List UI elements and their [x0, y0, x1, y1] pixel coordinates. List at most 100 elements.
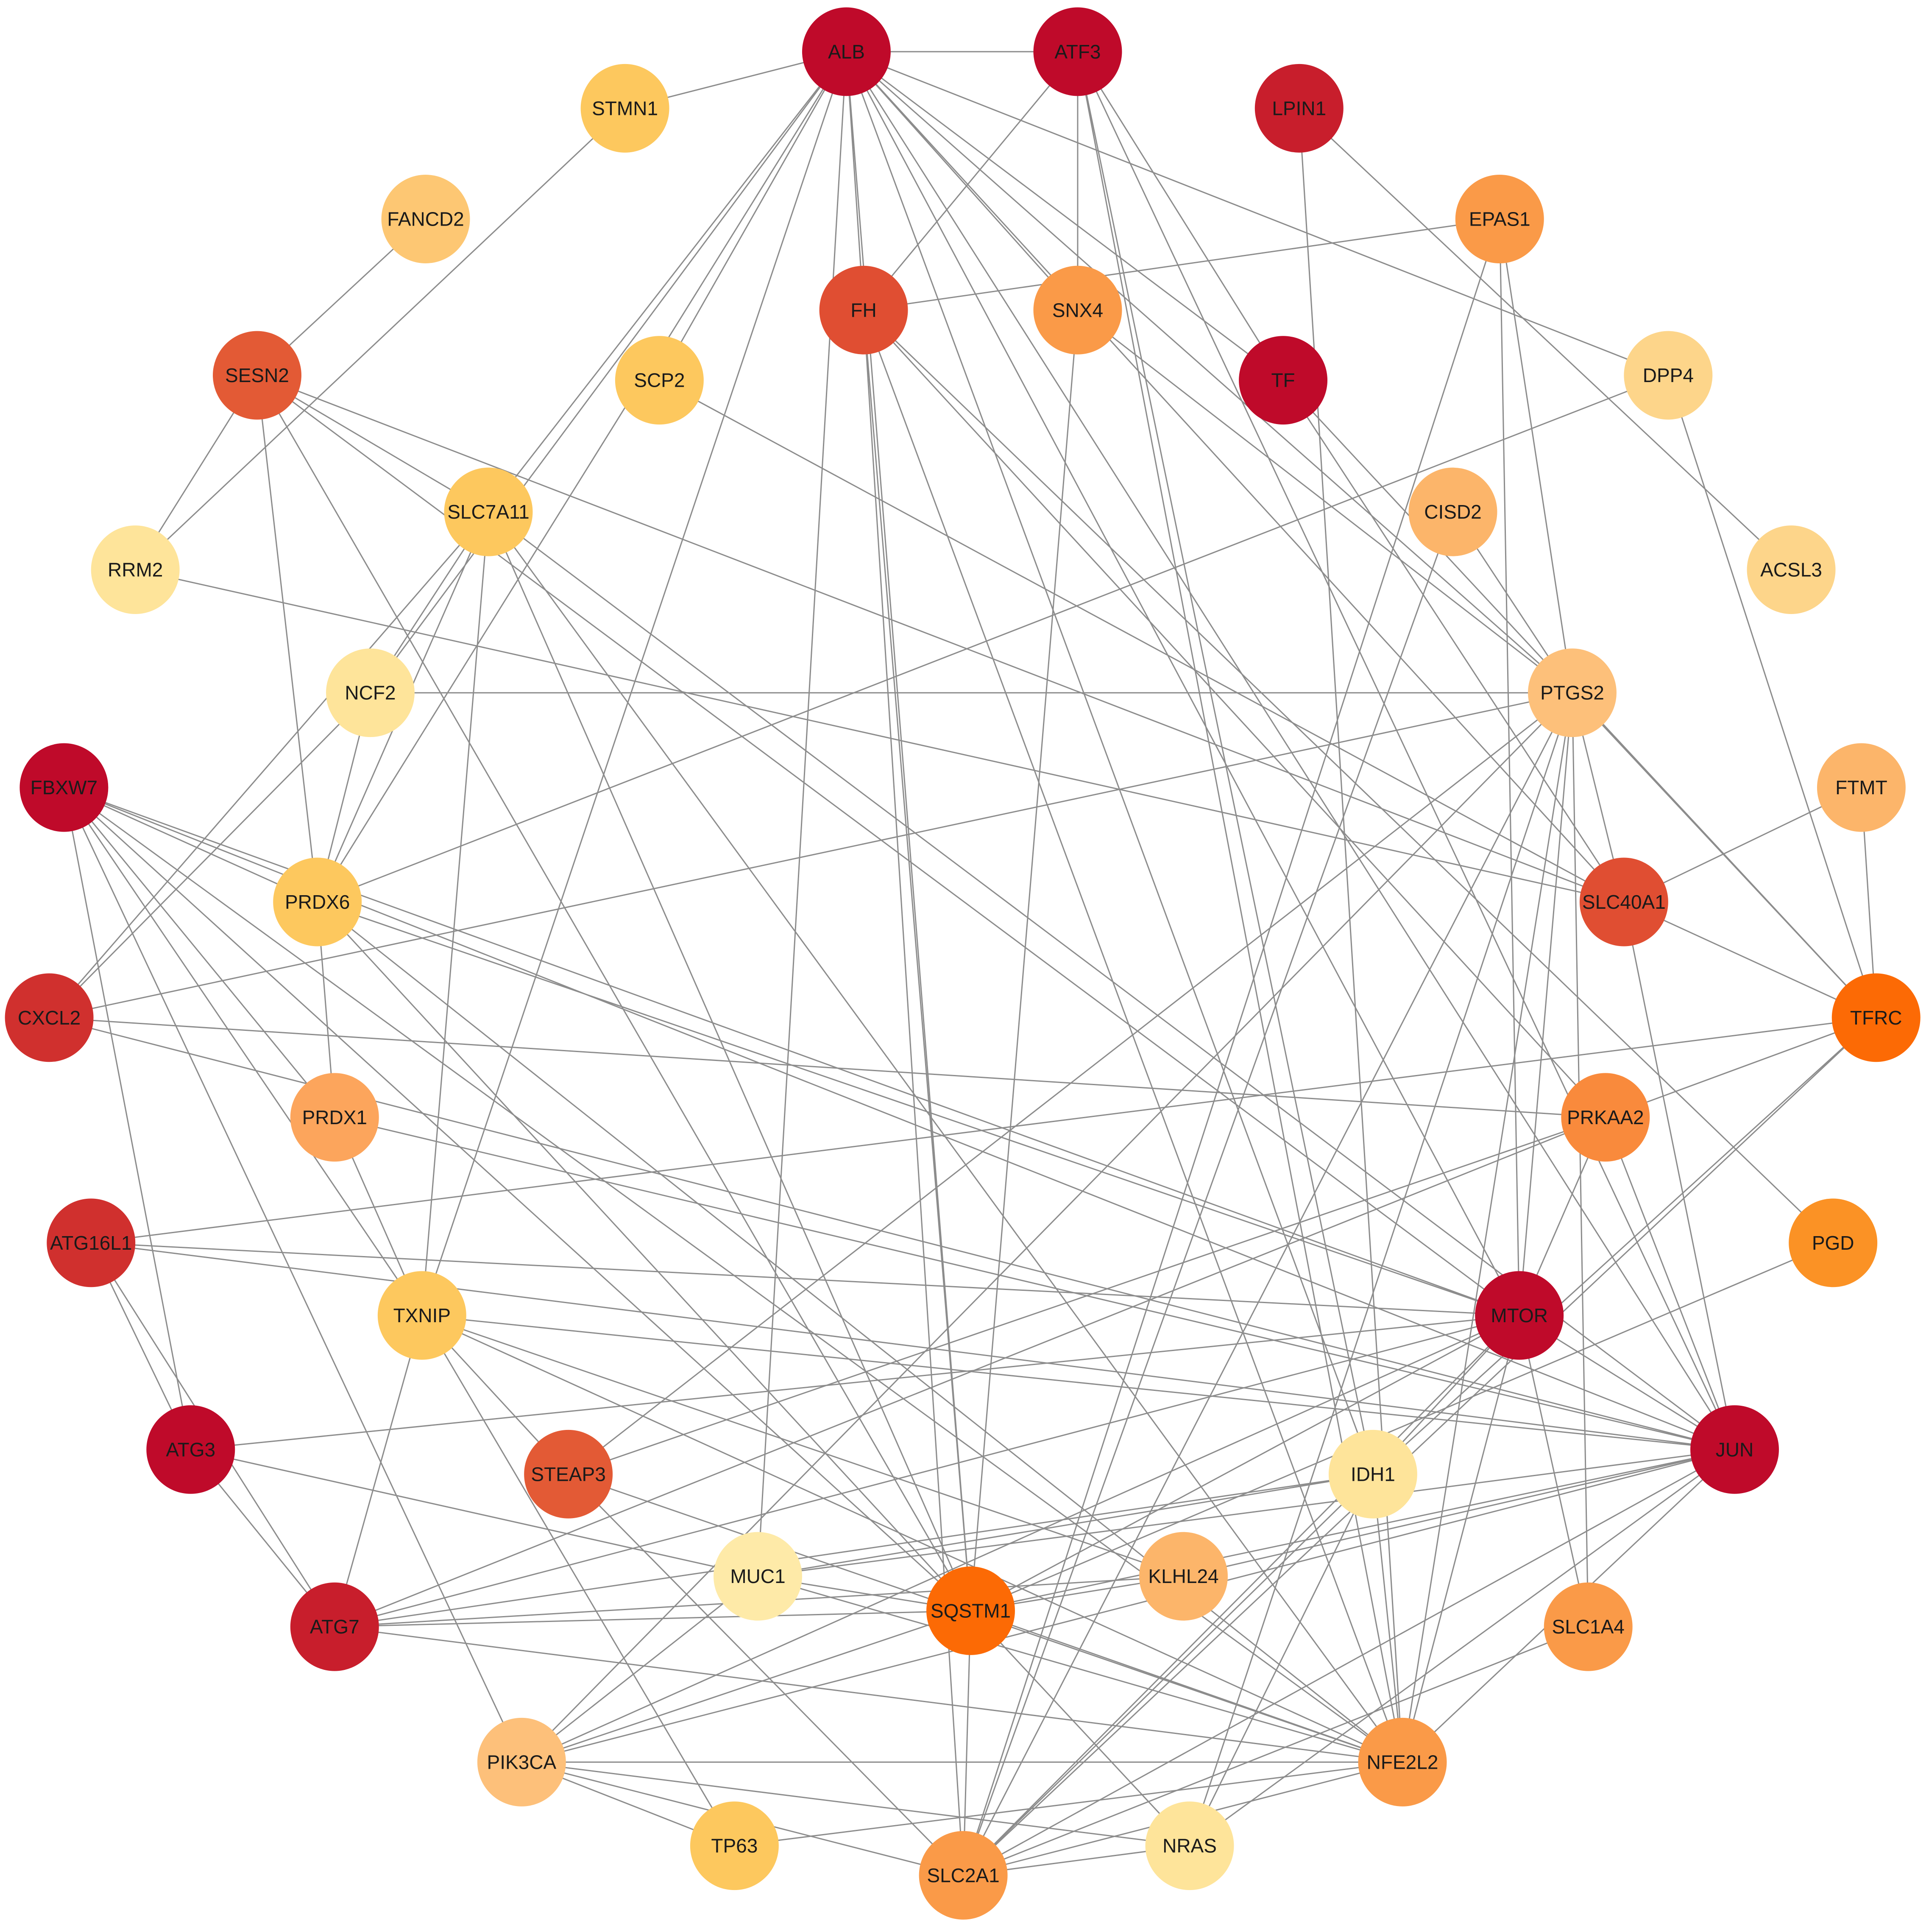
node-slc2a1: SLC2A1 — [919, 1831, 1008, 1920]
node-circle — [1145, 1801, 1234, 1890]
edge-alb-jun — [846, 51, 1735, 1450]
node-circle — [1455, 175, 1544, 263]
node-tfrc: TFRC — [1831, 973, 1921, 1062]
node-sqstm1: SQSTM1 — [926, 1566, 1015, 1655]
edge-epas1-mtor — [1499, 219, 1520, 1316]
node-label: ATG7 — [310, 1616, 360, 1638]
edge-cxcl2-prkaa2 — [49, 1017, 1606, 1118]
edge-txnip-klhl24 — [421, 1315, 1184, 1577]
node-label: NCF2 — [345, 682, 396, 704]
node-circle — [1408, 467, 1497, 556]
node-fancd2: FANCD2 — [381, 175, 470, 263]
node-circle — [213, 331, 301, 420]
edge-prdx1-jun — [334, 1117, 1735, 1450]
node-ptgs2: PTGS2 — [1528, 648, 1617, 737]
node-label: STMN1 — [592, 97, 658, 119]
node-label: FTMT — [1835, 776, 1887, 798]
node-label: CXCL2 — [18, 1007, 81, 1029]
node-circle — [1033, 265, 1122, 355]
node-label: TFRC — [1850, 1007, 1902, 1029]
node-ftmt: FTMT — [1817, 743, 1906, 832]
node-cxcl2: CXCL2 — [5, 973, 94, 1062]
node-circle — [377, 1271, 466, 1360]
edge-jun-pik3ca — [521, 1449, 1735, 1763]
edge-alb-idh1 — [846, 51, 1374, 1474]
edge-alb-slc40a1 — [846, 51, 1625, 903]
edge-epas1-fh — [863, 218, 1500, 311]
node-label: PTGS2 — [1540, 682, 1604, 704]
node-label: PRKAA2 — [1567, 1106, 1644, 1128]
node-slc40a1: SLC40A1 — [1579, 857, 1668, 946]
edge-jun-nras — [1189, 1449, 1735, 1846]
edge-mtor-sqstm1 — [970, 1315, 1520, 1611]
node-circle — [290, 1582, 379, 1671]
node-circle — [20, 743, 109, 832]
edge-epas1-slc2a1 — [962, 219, 1500, 1876]
node-label: PIK3CA — [487, 1751, 557, 1773]
edge-tfrc-slc2a1 — [963, 1017, 1877, 1876]
node-atg16l1: ATG16L1 — [47, 1198, 136, 1287]
node-circle — [1239, 336, 1328, 425]
node-circle — [690, 1801, 779, 1890]
edge-fbxw7-atg3 — [63, 787, 192, 1450]
edge-prdx6-mtor — [317, 901, 1520, 1316]
node-fbxw7: FBXW7 — [20, 743, 109, 832]
edge-prkaa2-steap3 — [568, 1117, 1606, 1475]
edge-atf3-idh1 — [1077, 51, 1374, 1474]
node-label: LPIN1 — [1272, 97, 1326, 119]
edge-ptgs2-nfe2l2 — [1402, 692, 1573, 1762]
node-nras: NRAS — [1145, 1801, 1234, 1890]
edge-ncf2-cxcl2 — [49, 692, 371, 1018]
node-label: SESN2 — [225, 364, 289, 386]
edge-fbxw7-pik3ca — [63, 787, 522, 1762]
node-circle — [1139, 1532, 1228, 1621]
node-label: MUC1 — [730, 1565, 785, 1587]
node-circle — [1831, 973, 1921, 1062]
edge-txnip-jun — [422, 1315, 1735, 1450]
node-label: SNX4 — [1052, 299, 1103, 321]
edge-nfe2l2-tp63 — [734, 1761, 1403, 1847]
node-circle — [1358, 1717, 1447, 1806]
edge-stmn1-rrm2 — [135, 108, 626, 570]
node-label: MTOR — [1491, 1304, 1548, 1326]
edge-snx4-ptgs2 — [1077, 310, 1573, 693]
node-prdx1: PRDX1 — [290, 1073, 379, 1162]
node-klhl24: KLHL24 — [1139, 1532, 1228, 1621]
node-lpin1: LPIN1 — [1254, 64, 1344, 153]
node-atg3: ATG3 — [146, 1405, 235, 1494]
edge-alb-mtor — [846, 51, 1520, 1316]
node-circle — [477, 1717, 566, 1806]
node-circle — [381, 175, 470, 263]
node-circle — [1475, 1271, 1564, 1360]
edge-alb-dpp4 — [846, 51, 1669, 376]
node-muc1: MUC1 — [714, 1532, 802, 1621]
node-label: CISD2 — [1424, 501, 1481, 523]
edge-jun-slc2a1 — [963, 1449, 1735, 1876]
edge-mtor-slc2a1 — [963, 1315, 1520, 1876]
edge-sesn2-slc7a11 — [256, 374, 489, 513]
node-circle — [714, 1532, 802, 1621]
node-circle — [802, 7, 891, 96]
edge-mtor-atg3 — [190, 1315, 1519, 1450]
node-label: STEAP3 — [531, 1463, 605, 1485]
node-circle — [524, 1429, 613, 1519]
node-stmn1: STMN1 — [580, 64, 669, 153]
node-label: SLC1A4 — [1552, 1616, 1625, 1638]
node-circle — [326, 648, 415, 737]
node-idh1: IDH1 — [1328, 1429, 1417, 1519]
node-label: SCP2 — [634, 369, 685, 391]
node-circle — [1579, 857, 1668, 946]
node-pgd: PGD — [1789, 1198, 1878, 1287]
node-label: PRDX6 — [285, 891, 350, 913]
edge-fbxw7-txnip — [63, 787, 423, 1316]
edge-slc40a1-jun — [1623, 902, 1735, 1450]
edge-mtor-nfe2l2 — [1402, 1315, 1520, 1762]
edge-mtor-slc1a4 — [1519, 1315, 1589, 1627]
edge-muc1-pik3ca — [521, 1576, 758, 1763]
edge-scp2-slc40a1 — [659, 380, 1625, 903]
node-jun: JUN — [1690, 1405, 1779, 1494]
node-circle — [919, 1831, 1008, 1920]
edge-alb-prdx6 — [317, 51, 847, 902]
edge-lpin1-acsl3 — [1299, 108, 1792, 570]
edge-atg3-muc1 — [190, 1449, 758, 1577]
